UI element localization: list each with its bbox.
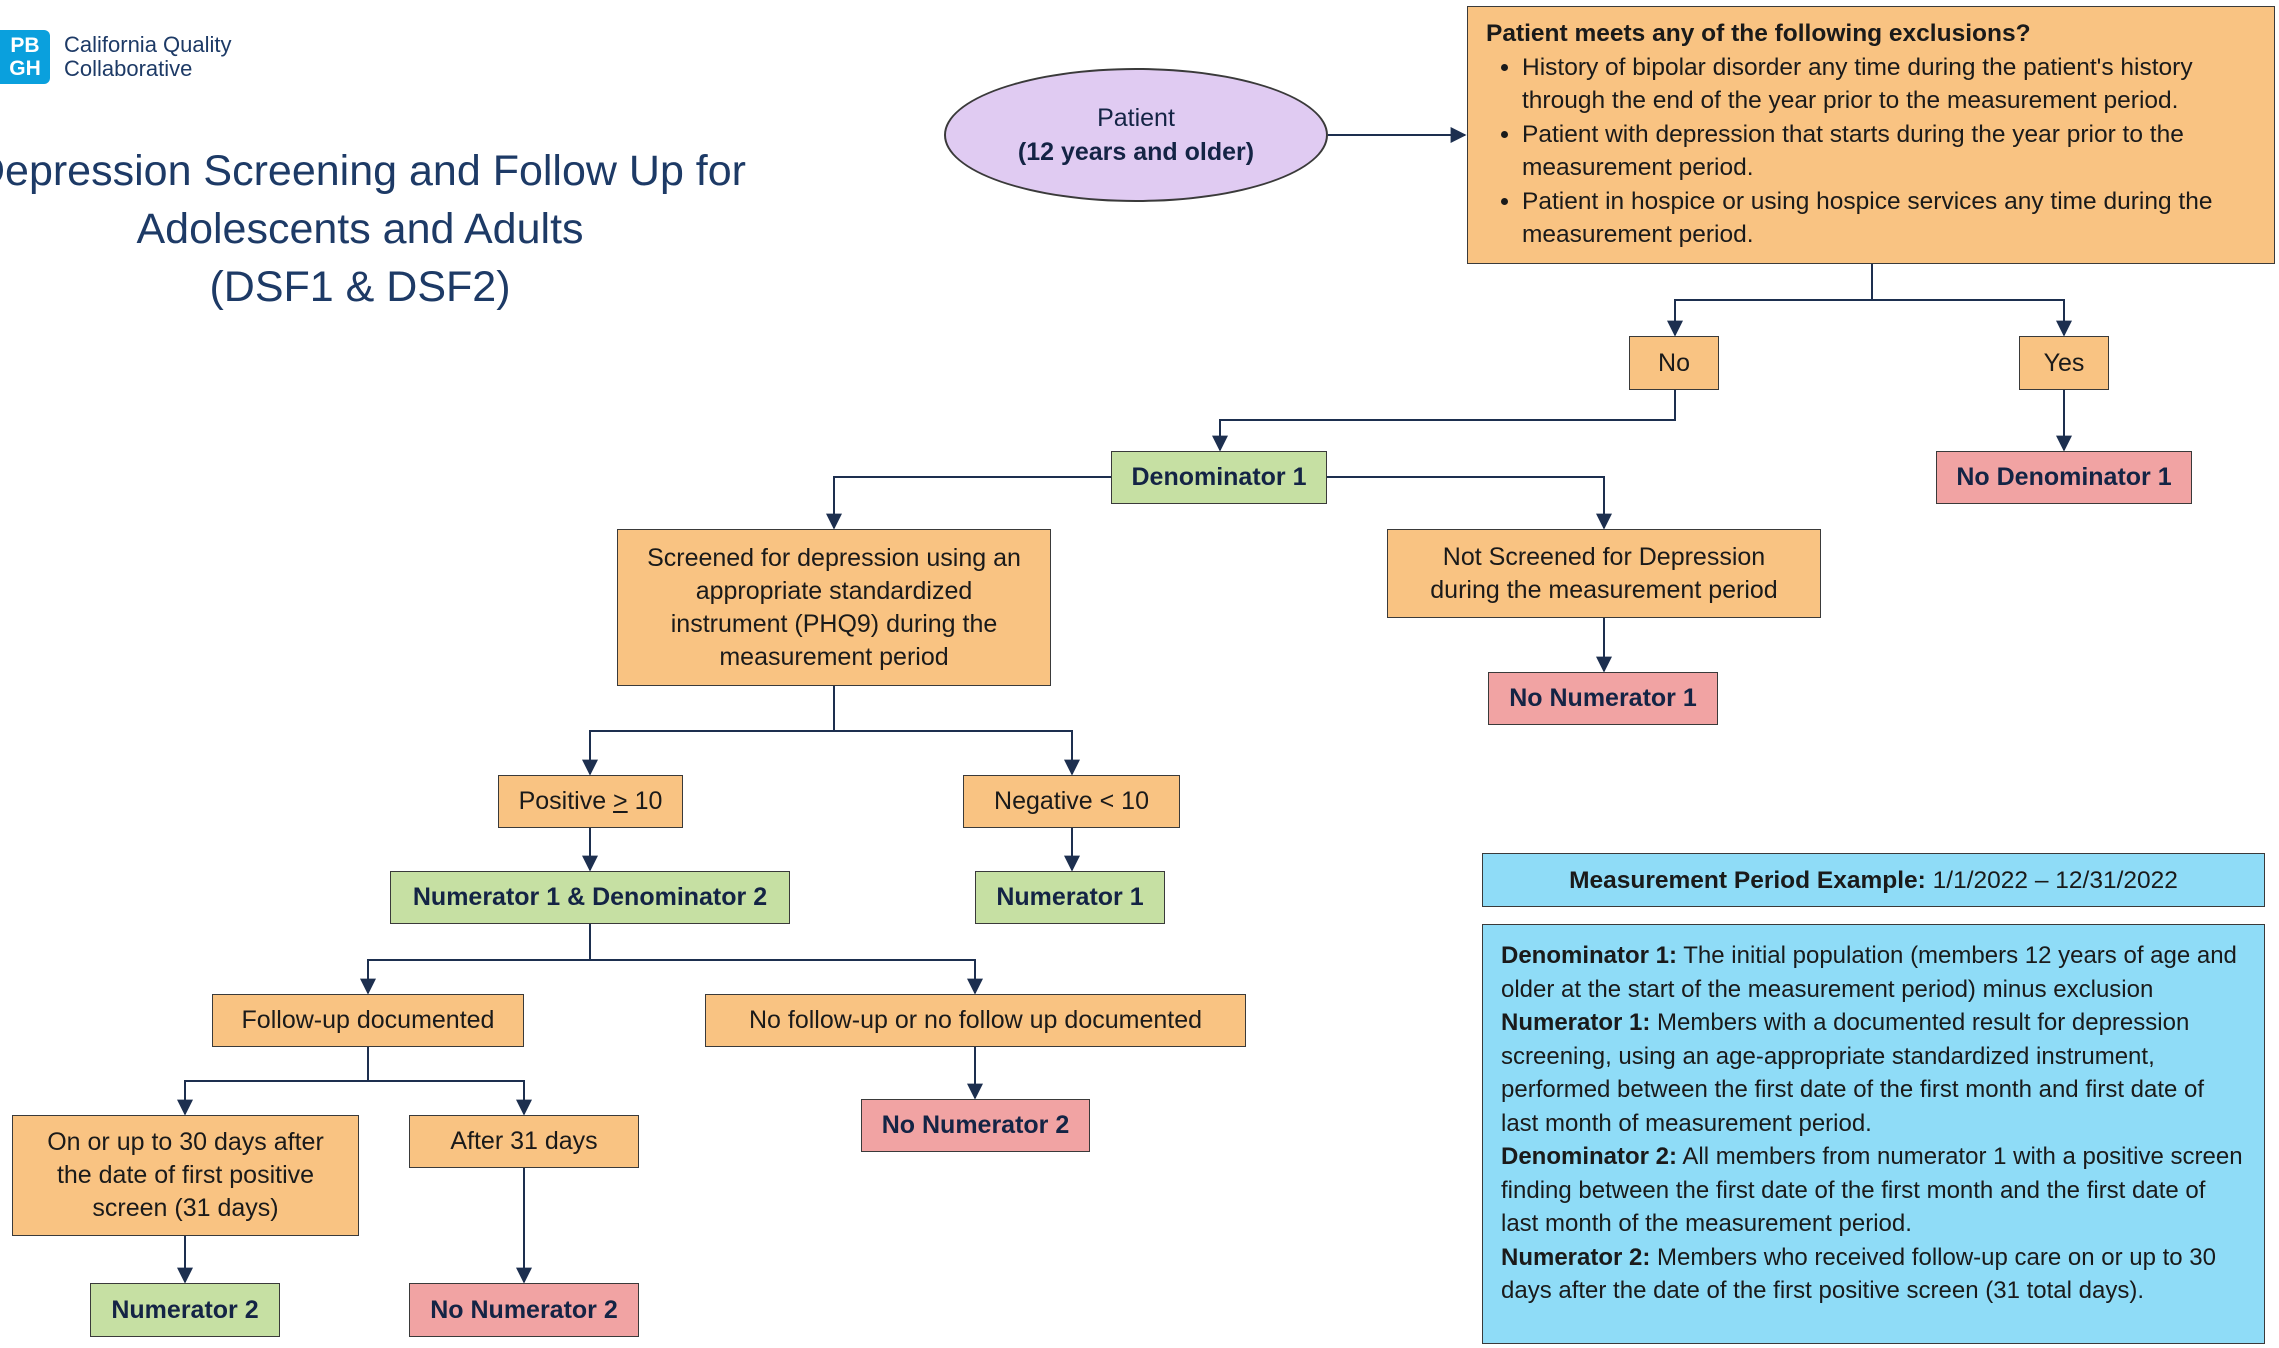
connector-no-to-denominator-1 <box>1212 390 1676 452</box>
exclusion-item: Patient in hospice or using hospice serv… <box>1522 185 2256 252</box>
definition-denominator-2: Denominator 2: All members from numerato… <box>1501 1143 2243 1237</box>
exclusion-item: Patient with depression that starts duri… <box>1522 118 2256 185</box>
page-title: Depression Screening and Follow Up for A… <box>0 142 880 316</box>
patient-age: (12 years and older) <box>1017 138 1255 166</box>
decision-yes: Yes <box>2019 336 2109 390</box>
title-line-1: Depression Screening and Follow Up for <box>0 147 746 195</box>
title-line-3: (DSF1 & DSF2) <box>209 263 511 311</box>
definition-numerator-1: Numerator 1: Members with a documented r… <box>1501 1009 2205 1137</box>
connector-denominator-1-to-screened <box>826 476 1111 530</box>
connector-screened-to-negative <box>834 730 1080 776</box>
after-31-days-box: After 31 days <box>409 1115 639 1168</box>
positive-suffix: 10 <box>627 787 663 815</box>
logo-line-1: California Quality <box>64 32 232 57</box>
exclusions-box: Patient meets any of the following exclu… <box>1467 6 2275 264</box>
no-denominator-1-box: No Denominator 1 <box>1936 451 2192 504</box>
connector-num1-den2-to-followup <box>360 924 591 995</box>
connector-followup-to-after-31 <box>368 1080 532 1116</box>
exclusions-list: History of bipolar disorder any time dur… <box>1486 51 2256 252</box>
definition-denominator-1: Denominator 1: The initial population (m… <box>1501 942 2237 1003</box>
measurement-period-value: 1/1/2022 – 12/31/2022 <box>1925 866 2178 894</box>
no-numerator-1-box: No Numerator 1 <box>1488 672 1718 725</box>
no-numerator-2-box: No Numerator 2 <box>861 1099 1090 1152</box>
patient-label: Patient <box>1097 104 1175 132</box>
numerator-1-box: Numerator 1 <box>975 871 1165 924</box>
no-numerator-2-bottom-box: No Numerator 2 <box>409 1283 639 1337</box>
no-followup-box: No follow-up or no follow up documented <box>705 994 1246 1047</box>
screened-box: Screened for depression using an appropr… <box>617 529 1051 686</box>
measurement-period-label: Measurement Period Example: <box>1569 866 1926 894</box>
exclusions-heading: Patient meets any of the following exclu… <box>1486 20 2031 47</box>
negative-box: Negative < 10 <box>963 775 1180 828</box>
connector-num1-den2-to-no-followup <box>590 959 983 995</box>
denominator-1-box: Denominator 1 <box>1111 451 1327 504</box>
definitions-box: Denominator 1: The initial population (m… <box>1482 924 2265 1344</box>
connector-denominator-1-to-not-screened <box>1327 476 1612 530</box>
connector-screened-to-positive <box>582 686 835 776</box>
connector-exclusions-to-yes <box>1872 299 2072 337</box>
logo-line-2: Collaborative <box>64 56 193 81</box>
logo-text: California Quality Collaborative <box>64 33 232 81</box>
positive-prefix: Positive <box>518 787 614 815</box>
patient-start-node: Patient (12 years and older) <box>944 68 1328 202</box>
positive-box: Positive > 10 <box>498 775 683 828</box>
numerator-2-box: Numerator 2 <box>90 1283 280 1337</box>
followup-documented-box: Follow-up documented <box>212 994 524 1047</box>
greater-equal-symbol: > <box>613 787 628 815</box>
connector-exclusions-to-no <box>1667 264 1873 337</box>
connector-followup-to-within-30 <box>177 1047 369 1116</box>
definition-numerator-2: Numerator 2: Members who received follow… <box>1501 1243 2216 1305</box>
numerator-1-denominator-2-box: Numerator 1 & Denominator 2 <box>390 871 790 924</box>
title-line-2: Adolescents and Adults <box>136 205 584 253</box>
within-30-days-box: On or up to 30 days after the date of fi… <box>12 1115 359 1236</box>
measurement-period-box: Measurement Period Example: 1/1/2022 – 1… <box>1482 853 2265 907</box>
decision-no: No <box>1629 336 1719 390</box>
exclusion-item: History of bipolar disorder any time dur… <box>1522 51 2256 118</box>
not-screened-box: Not Screened for Depression during the m… <box>1387 529 1821 618</box>
